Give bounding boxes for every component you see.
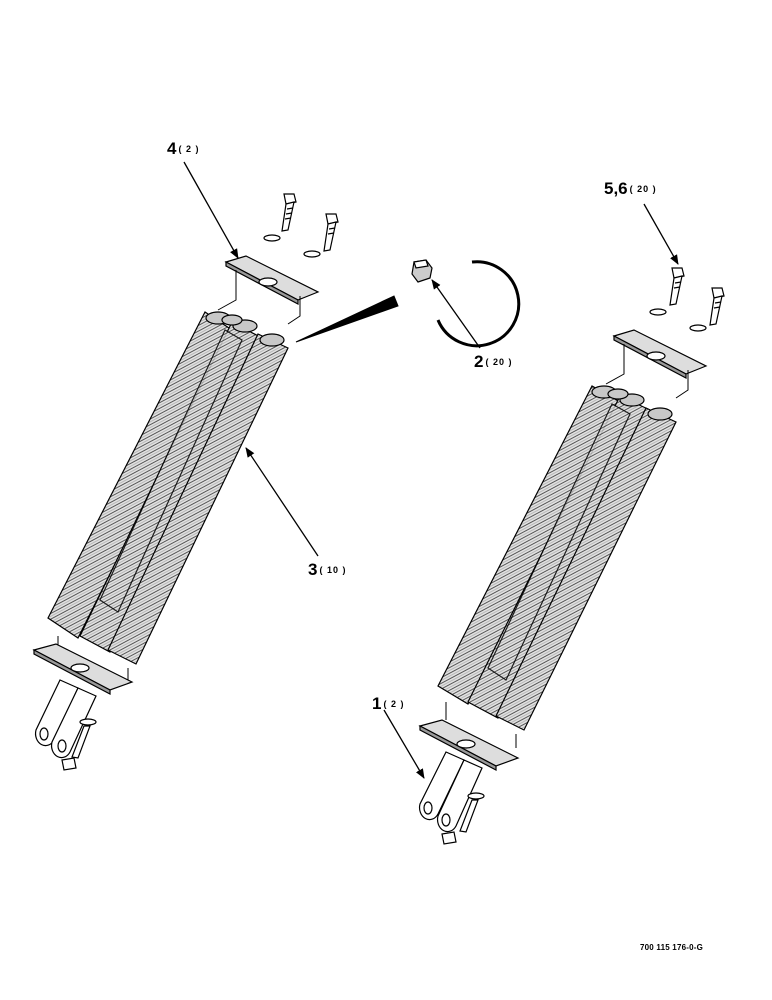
bolt-bottom-right xyxy=(441,792,485,845)
leader-4 xyxy=(183,161,239,259)
bottom-plate-left xyxy=(32,636,134,695)
bolt-top-right-b xyxy=(689,287,725,332)
callout-2: 2( 20 ) xyxy=(474,353,512,371)
left-spring-assembly xyxy=(32,193,339,771)
callout-3-number: 3 xyxy=(308,560,318,579)
callout-2-number: 2 xyxy=(474,352,484,371)
bolt-top-left-a xyxy=(263,193,297,242)
bolt-bottom-left xyxy=(61,718,97,771)
drawing-number: 700 115 176-0-G xyxy=(640,943,704,952)
leader-2 xyxy=(431,279,481,349)
top-plate-left xyxy=(217,255,320,325)
callout-1-quantity: ( 2 ) xyxy=(383,699,405,709)
clevis-left xyxy=(34,679,97,759)
bottom-plate-right xyxy=(418,702,520,771)
callout-4: 4( 2 ) xyxy=(167,140,199,158)
leader-56 xyxy=(643,203,679,265)
leader-3 xyxy=(245,447,319,557)
callout-4-number: 4 xyxy=(167,139,177,158)
callout-1: 1( 2 ) xyxy=(372,695,404,713)
clevis-right xyxy=(418,751,483,833)
callout-5-6: 5,6( 20 ) xyxy=(604,180,657,198)
callout-1-number: 1 xyxy=(372,694,382,713)
callout-4-quantity: ( 2 ) xyxy=(178,144,200,154)
callout-3-quantity: ( 10 ) xyxy=(319,565,347,575)
leader-1 xyxy=(383,709,425,779)
spring-bundle-right xyxy=(437,385,677,731)
top-plate-right xyxy=(605,329,708,399)
nut-detail xyxy=(411,259,433,283)
right-spring-assembly xyxy=(418,267,725,845)
callout-2-quantity: ( 20 ) xyxy=(485,357,513,367)
callout-5-6-quantity: ( 20 ) xyxy=(629,184,657,194)
detail-magnifier xyxy=(295,259,521,348)
leader-lines xyxy=(183,161,679,779)
bolt-top-right-a xyxy=(649,267,685,316)
callout-3: 3( 10 ) xyxy=(308,561,346,579)
bolt-top-left-b xyxy=(303,213,339,258)
spring-bundle-left xyxy=(47,311,289,665)
callout-5-6-number: 5,6 xyxy=(604,179,628,198)
